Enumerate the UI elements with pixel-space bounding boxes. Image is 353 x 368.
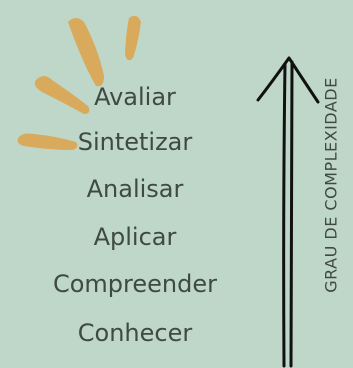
level-aplicar: Aplicar — [93, 223, 177, 251]
level-sintetizar: Sintetizar — [77, 128, 193, 156]
level-conhecer: Conhecer — [77, 319, 193, 347]
axis-label: GRAU DE COMPLEXIDADE — [321, 77, 341, 293]
level-analisar: Analisar — [86, 175, 184, 203]
level-compreender: Compreender — [52, 270, 217, 298]
level-avaliar: Avaliar — [94, 83, 176, 111]
